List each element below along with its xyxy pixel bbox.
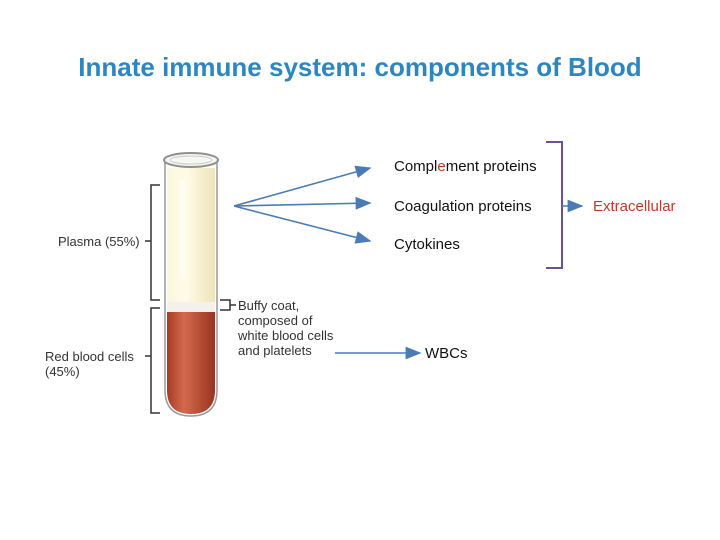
- tube-outline: [164, 160, 218, 417]
- tube-rim: [163, 152, 219, 168]
- complement-pre: Compl: [394, 158, 438, 175]
- buffy-line: white blood cells: [238, 328, 334, 343]
- plasma-layer: [167, 168, 215, 302]
- complement-post: ment proteins: [445, 158, 537, 175]
- rbc-label: Red blood cells (45%): [45, 349, 134, 379]
- rbc-layer: [167, 312, 215, 414]
- extracellular-label: Extracellular: [593, 198, 676, 215]
- test-tube: [163, 152, 219, 417]
- rbc-bracket: [150, 307, 160, 414]
- plasma-bracket: [150, 184, 160, 301]
- buffy-line: composed of: [238, 313, 313, 328]
- buffy-coat-layer: [167, 302, 215, 312]
- rbc-label-line2: (45%): [45, 364, 80, 379]
- buffy-line: Buffy coat,: [238, 298, 300, 313]
- rbc-label-line1: Red blood cells: [45, 349, 134, 364]
- cytokines-label: Cytokines: [394, 236, 460, 253]
- buffy-line: and platelets: [238, 343, 312, 358]
- arrow-complement: [233, 165, 372, 207]
- plasma-label: Plasma (55%): [58, 234, 140, 249]
- slide-title: Innate immune system: components of Bloo…: [78, 52, 642, 82]
- buffy-coat-label: Buffy coat, composed of white blood cell…: [238, 298, 333, 358]
- complement-proteins-label: Complement proteins: [394, 158, 537, 175]
- arrow-cytokines: [233, 205, 372, 244]
- coagulation-proteins-label: Coagulation proteins: [394, 198, 532, 215]
- complement-highlight: e: [437, 158, 446, 175]
- arrow-coagulation: [233, 196, 372, 210]
- wbcs-label: WBCs: [425, 345, 468, 362]
- extracellular-bracket: [546, 141, 563, 269]
- tube-highlight: [179, 180, 185, 280]
- buffy-coat-pointer: [220, 299, 231, 311]
